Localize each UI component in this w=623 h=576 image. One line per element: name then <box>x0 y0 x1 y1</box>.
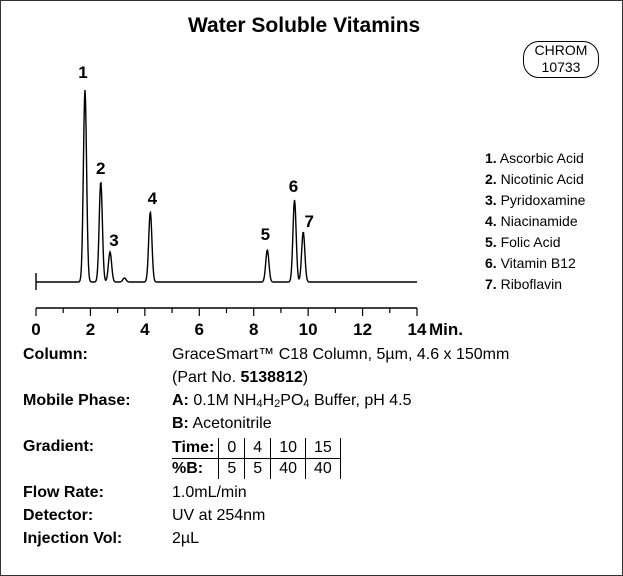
legend-item: 5. Folic Acid <box>485 232 585 253</box>
mobile-a-sub1: 4 <box>256 398 263 410</box>
column-value: GraceSmart™ C18 Column, 5µm, 4.6 x 150mm <box>172 346 510 363</box>
mobile-a-pre: 0.1M NH <box>188 392 257 409</box>
x-tick-label: 10 <box>299 320 318 339</box>
peak-label: 5 <box>261 225 270 244</box>
x-tick-label: 2 <box>86 320 95 339</box>
legend-item-label: Ascorbic Acid <box>496 150 584 166</box>
x-tick-label: 4 <box>140 320 150 339</box>
x-tick-label: 0 <box>31 320 40 339</box>
flow-rate-label: Flow Rate: <box>23 484 104 501</box>
mobile-phase-a: A: 0.1M NH4H2PO4 Buffer, pH 4.5 <box>172 392 412 410</box>
mobile-a-key: A: <box>172 392 189 409</box>
mobile-b-key: B: <box>172 415 189 432</box>
x-axis-label: Min. <box>429 320 463 339</box>
legend-item: 1. Ascorbic Acid <box>485 148 585 169</box>
legend-item: 2. Nicotinic Acid <box>485 169 585 190</box>
gradient-label: Gradient: <box>23 438 95 455</box>
detector-label: Detector: <box>23 507 94 524</box>
gradient-time-row: Time: 0 4 10 15 <box>172 438 341 459</box>
peak-label: 6 <box>289 177 298 196</box>
part-prefix: (Part No. <box>172 369 241 386</box>
part-number: 5138812 <box>240 369 303 386</box>
peak-label: 2 <box>96 159 105 178</box>
mobile-b-value: Acetonitrile <box>188 415 272 432</box>
gradient-time-cell: 0 <box>218 438 246 459</box>
detector-value: UV at 254nm <box>172 507 266 524</box>
part-suffix: ) <box>302 369 309 386</box>
gradient-time-cell: 15 <box>305 438 341 459</box>
gradient-time-cell: 4 <box>244 438 272 459</box>
x-tick-label: 8 <box>249 320 258 339</box>
legend-item-number: 2. <box>485 171 497 187</box>
mobile-a-sub3: 4 <box>303 398 310 410</box>
x-tick-label: 6 <box>195 320 204 339</box>
gradient-b-cell: 5 <box>244 458 272 479</box>
gradient-time-cell: 10 <box>270 438 306 459</box>
part-number-line: (Part No. 5138812) <box>172 369 308 387</box>
legend-item-label: Niacinamide <box>496 213 578 229</box>
gradient-b-cell: 5 <box>218 458 246 479</box>
injection-value: 2µL <box>172 530 200 547</box>
gradient-table: Time: 0 4 10 15 %B: 5 5 40 40 <box>172 438 341 479</box>
legend-item-number: 5. <box>485 234 497 250</box>
peak-label: 4 <box>148 189 158 208</box>
mobile-a-h: H <box>262 392 275 409</box>
mobile-phase-label: Mobile Phase: <box>23 392 131 409</box>
x-tick-label: 14 <box>408 320 427 339</box>
legend-item-label: Riboflavin <box>496 276 563 292</box>
legend-item-label: Nicotinic Acid <box>496 171 584 187</box>
chrom-badge: CHROM 10733 <box>523 41 599 78</box>
peak-label: 1 <box>78 63 87 82</box>
legend-item-label: Pyridoxamine <box>496 192 586 208</box>
legend-item-number: 3. <box>485 192 497 208</box>
chrom-badge-number: 10733 <box>541 59 581 75</box>
gradient-b-label: %B: <box>172 458 220 479</box>
legend-item-number: 6. <box>485 255 497 271</box>
flow-rate-value: 1.0mL/min <box>172 484 247 501</box>
peak-label: 3 <box>109 231 118 250</box>
mobile-a-sub2: 2 <box>274 398 281 410</box>
gradient-time-label: Time: <box>172 438 220 459</box>
legend-item: 4. Niacinamide <box>485 211 585 232</box>
legend-item-number: 7. <box>485 276 497 292</box>
gradient-b-row: %B: 5 5 40 40 <box>172 458 341 479</box>
peak-label: 7 <box>305 212 314 231</box>
legend-item: 6. Vitamin B12 <box>485 253 585 274</box>
chromatogram-trace <box>36 89 417 283</box>
gradient-b-cell: 40 <box>270 458 306 479</box>
mobile-phase-b: B: Acetonitrile <box>172 415 272 433</box>
legend-item: 3. Pyridoxamine <box>485 190 585 211</box>
injection-label: Injection Vol: <box>23 530 123 547</box>
legend-item-number: 4. <box>485 213 497 229</box>
mobile-a-po: PO <box>280 392 304 409</box>
legend-item: 7. Riboflavin <box>485 274 585 295</box>
mobile-a-post: Buffer, pH 4.5 <box>309 392 412 409</box>
chart-title: Water Soluble Vitamins <box>188 14 421 37</box>
legend-item-number: 1. <box>485 150 497 166</box>
gradient-b-cell: 40 <box>305 458 341 479</box>
peak-labels: 1 2 3 4 5 67 <box>78 63 314 250</box>
column-label: Column: <box>23 346 88 363</box>
chrom-badge-label: CHROM <box>534 42 588 58</box>
x-tick-label: 12 <box>353 320 372 339</box>
legend-item-label: Folic Acid <box>496 234 561 250</box>
legend-item-label: Vitamin B12 <box>496 255 576 271</box>
